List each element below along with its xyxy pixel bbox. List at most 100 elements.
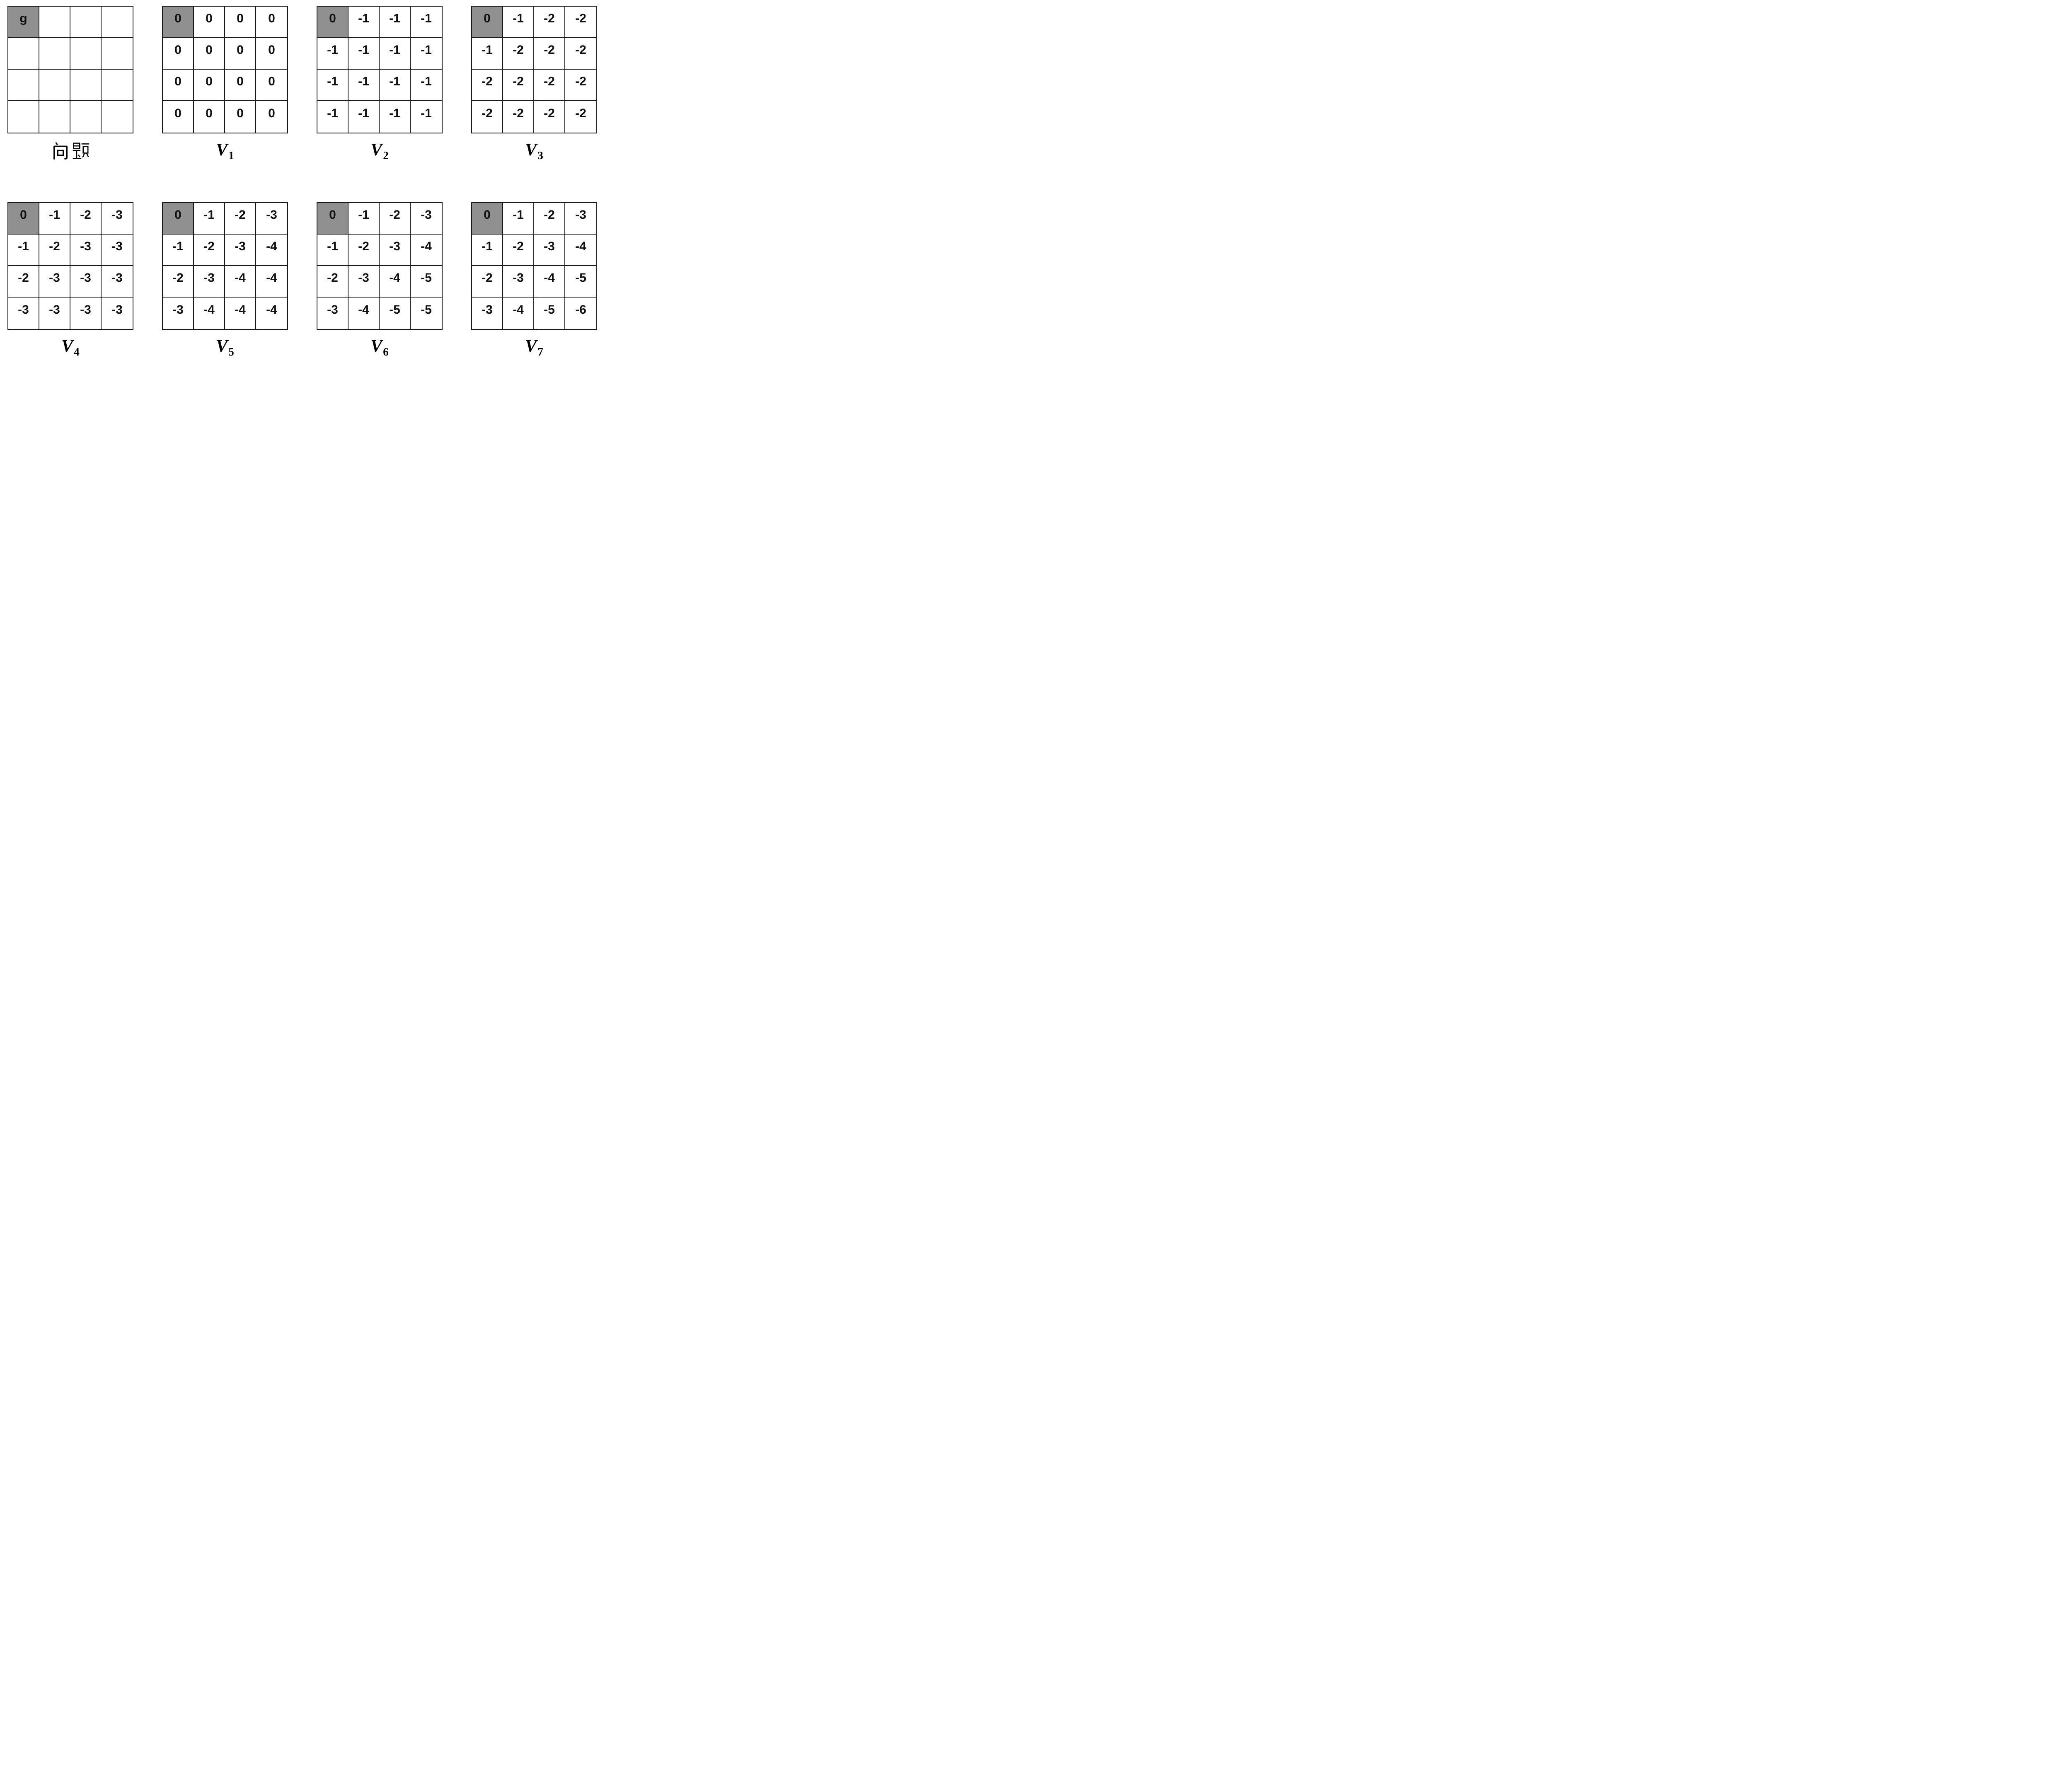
grid-cell: -4 [194,298,225,329]
grid-cell: -2 [70,203,102,235]
grid-cell: 0 [225,7,256,38]
grid-cell: -1 [349,7,380,38]
grid-cell: -1 [380,38,411,70]
grid-cell: -5 [534,298,565,329]
goal-cell: 0 [472,203,503,235]
v-label-subscript: 1 [228,149,234,162]
panel-label-v6: V 6 [370,337,389,358]
grid-cell: -1 [503,203,534,235]
v-label-base: V [525,140,537,160]
grid-cell: -1 [380,70,411,101]
grid-cell: -1 [411,38,442,70]
grid-cell: 0 [163,101,194,133]
grid-cell [70,70,102,101]
goal-cell: 0 [472,7,503,38]
grid-cell [102,7,133,38]
grid-cell: -3 [70,298,102,329]
goal-cell: 0 [8,203,39,235]
grid-cell: -1 [472,38,503,70]
grid-cell: -6 [575,303,586,317]
panel-v5: 0-1-2-3-1-2-3-4-2-3-4-4-3-4-4-4 V 5 [162,202,288,358]
v-label-base: V [370,140,382,160]
grid-cell: -1 [349,101,380,133]
grid-cell: -2 [565,7,596,38]
panel-v3: 0-1-2-2-1-2-2-2-2-2-2-2-2-2-2-2 V 3 [471,6,597,162]
grid-cell: -1 [317,70,349,101]
grid-cell: -2 [534,38,565,70]
v-label-base: V [61,337,73,356]
grid-cell: 0 [194,70,225,101]
grid-cell: -2 [534,7,565,38]
grid-cell [70,38,102,70]
grid-cell: -2 [194,235,225,266]
grid-cell: 0 [194,7,225,38]
grid-cell [102,101,133,133]
grid-cell [102,70,133,101]
v2-grid: 0-1-1-1-1-1-1-1-1-1-1-1-1-1-1-1 [317,6,443,133]
grid-cell: 0 [256,7,287,38]
grid-cell: -5 [421,303,432,317]
grid-cell: -3 [163,298,194,329]
grid-cell: -5 [411,266,442,298]
panel-problem: g [7,6,133,161]
grid-cell: -4 [256,266,287,298]
grid-cell: -2 [472,101,503,133]
v-label-subscript: 6 [383,346,389,358]
grid-cell: -4 [225,298,256,329]
grid-cell: -2 [39,235,70,266]
v-label-subscript: 7 [537,346,543,358]
grid-cell: 0 [225,101,256,133]
grid-cell: -2 [503,101,534,133]
grid-cell: -2 [8,266,39,298]
grid-cell: 0 [256,70,287,101]
grid-cell: -3 [39,298,70,329]
panel-label-v7: V 7 [525,337,543,358]
grid-cell: 0 [225,70,256,101]
grid-cell: -1 [411,7,442,38]
goal-cell: 0 [163,203,194,235]
v-label-subscript: 3 [537,149,543,162]
grid-cell: -2 [380,203,411,235]
grid-cell: -4 [380,266,411,298]
v-label-subscript: 2 [383,149,389,162]
grid-cell: 0 [225,38,256,70]
grid-cell: -3 [102,235,133,266]
grid-cell [102,38,133,70]
panel-v4: 0-1-2-3-1-2-3-3-2-3-3-3-3-3-3-3 V 4 [7,202,133,358]
grid-cell: -3 [503,266,534,298]
grid-cell [8,70,39,101]
grid-cell: -3 [472,298,503,329]
grid-cell: -3 [256,203,287,235]
grid-cell [70,7,102,38]
grid-cell: -3 [39,266,70,298]
grid-cell: -1 [421,106,432,120]
panel-label-v2: V 2 [370,141,389,161]
value-iteration-figure: g [0,0,597,358]
grid-cell: -3 [565,203,596,235]
grid-cell: 0 [163,70,194,101]
grid-cell: -3 [194,266,225,298]
grid-cell [39,7,70,38]
v-label-base: V [216,337,228,356]
grid-cell: -3 [534,235,565,266]
panel-v2: 0-1-1-1-1-1-1-1-1-1-1-1-1-1-1-1 V 2 [317,6,443,161]
grid-cell: -2 [317,266,349,298]
grid-cell: -3 [102,266,133,298]
grid-cell: -2 [163,266,194,298]
grid-cell: -2 [575,106,586,120]
grid-cell: -1 [39,203,70,235]
goal-cell: 0 [163,7,194,38]
v3-grid: 0-1-2-2-1-2-2-2-2-2-2-2-2-2-2-2 [471,6,597,133]
grid-cell: -4 [411,235,442,266]
v-label-base: V [216,140,228,160]
panel-label-problem: 问题 [51,141,90,161]
grid-cell: 0 [163,38,194,70]
grid-cell: -4 [534,266,565,298]
grid-cell: -2 [534,203,565,235]
v-label-subscript: 5 [228,346,234,358]
grid-cell: -2 [503,235,534,266]
grid-cell: -4 [225,266,256,298]
grid-cell: -1 [349,70,380,101]
goal-cell: 0 [317,7,349,38]
